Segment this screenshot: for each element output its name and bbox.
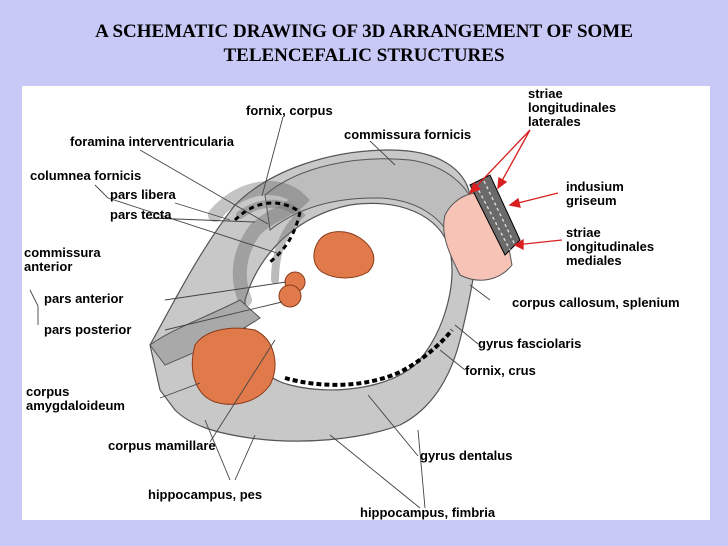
label-commissura-anterior: commissura anterior (24, 245, 101, 274)
label-columnea-fornicis: columnea fornicis (30, 168, 142, 183)
striae-band-stripes (475, 180, 516, 251)
label-hippocampus-pes: hippocampus, pes (148, 487, 263, 502)
inner-cavity (244, 202, 453, 391)
label-pars-posterior: pars posterior (44, 322, 132, 337)
label-corpus-callosum-splenium: corpus callosum, splenium (512, 295, 680, 310)
corpus-amygdaloideum-shape (191, 327, 276, 405)
label-gyrus-dentalus: gyrus dentalus (420, 448, 513, 463)
fornix-dashed-line (233, 201, 301, 222)
label-gyrus-fasciolaris: gyrus fasciolaris (478, 336, 582, 351)
fimbria-dashed (284, 328, 454, 387)
label-corpus-mamillare: corpus mamillare (108, 438, 216, 453)
label-fornix-corpus: fornix, corpus (246, 103, 333, 118)
corpus-mamillare-2 (278, 284, 302, 308)
label-foramina-interventricularia: foramina interventricularia (70, 134, 234, 149)
title-line-1: A SCHEMATIC DRAWING OF 3D ARRANGEMENT OF… (95, 21, 633, 42)
commissura-anterior (149, 299, 261, 366)
label-fornix-crus: fornix, crus (465, 363, 536, 378)
label-hippocampus-fimbria: hippocampus, fimbria (360, 505, 496, 520)
slide-title: A SCHEMATIC DRAWING OF 3D ARRANGEMENT OF… (0, 20, 728, 68)
label-commissura-fornicis: commissura fornicis (344, 127, 472, 142)
upper-orange-body (313, 231, 375, 279)
label-corpus-amygdaloideum: corpus amygdaloideum (26, 384, 125, 413)
title-line-2: TELENCEFALIC STRUCTURES (223, 45, 505, 66)
leader-lines (29, 116, 491, 509)
label-indusium-griseum: indusium griseum (566, 179, 624, 208)
label-pars-anterior: pars anterior (44, 291, 124, 306)
label-pars-libera: pars libera (110, 187, 176, 202)
label-striae-longitudinales-laterales: striae longitudinales laterales (528, 86, 617, 129)
fornix-dashed-line-2 (269, 211, 302, 264)
label-pars-tecta: pars tecta (110, 207, 172, 222)
red-arrows (468, 129, 563, 251)
label-striae-longitudinales-mediales: striae longitudinales mediales (566, 225, 655, 268)
